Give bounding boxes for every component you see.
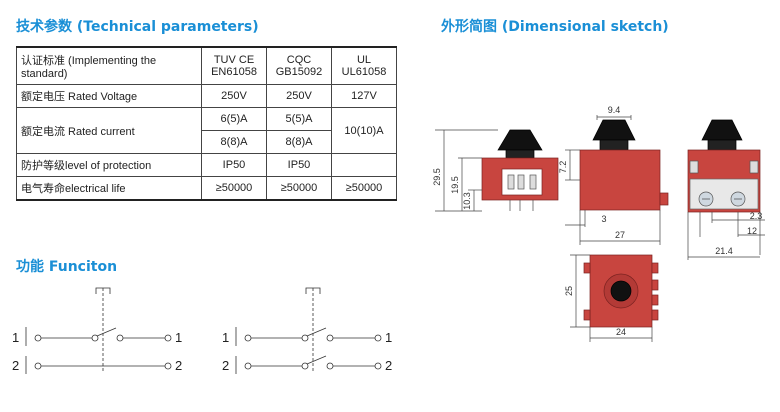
table-cell-current-cqc-2: 8(8)A [266,130,332,154]
left-pole2-label-right: 2 [175,358,182,373]
table-cell-voltage-ul: 127V [331,84,397,108]
table-cell-protection-tuv: IP50 [201,153,267,177]
dimensional-heading-text: 外形简图 (Dimensional sketch) [441,19,669,35]
dimensional-sketch-heading: 外形简图 (Dimensional sketch) [441,16,669,36]
dim-side-height-base: 10.3 [462,192,472,210]
table-row: 防护等级level of protection IP50 IP50 [16,153,397,177]
right-pole1-label-right: 1 [385,330,392,345]
rear-view [687,119,765,260]
ul-header-line-2: UL61058 [341,66,387,78]
table-cell-life-tuv: ≥50000 [201,176,267,201]
dim-side-height-body: 19.5 [450,176,460,194]
dim-front-offset: 7.2 [558,161,568,174]
right-pole1-label-left: 1 [222,330,229,345]
bottom-knob [610,280,632,302]
function-diagram-right: 1 1 2 2 [222,287,392,374]
dim-rear-width: 21.4 [715,246,733,256]
technical-heading-text: 技术参数 (Technical parameters) [16,19,259,35]
ul-header-line-1: UL [356,54,372,66]
table-cell-current-label: 额定电流 Rated current [16,107,202,154]
left-pole2-label-left: 2 [12,358,19,373]
table-row: 额定电流 Rated current 6(5)A 5(5)A 10(10)A [16,107,397,154]
table-cell-protection-cqc: IP50 [266,153,332,177]
function-diagram-left: 1 1 2 2 [12,287,182,374]
side-view [435,129,559,212]
front-knob [592,119,636,141]
dim-front-width: 27 [615,230,625,240]
table-cell-standard-label: 认证标准 (Implementing the standard) [16,46,202,85]
table-cell-voltage-tuv: 250V [201,84,267,108]
side-knob [497,129,543,151]
table-cell-protection-ul [331,153,397,177]
dim-rear-offset: 12 [747,226,757,236]
technical-parameters-heading: 技术参数 (Technical parameters) [16,16,259,36]
dim-front-bottom-offset: 3 [601,214,606,224]
right-pole2-label-right: 2 [385,358,392,373]
right-pole2-label-left: 2 [222,358,229,373]
function-heading-text: 功能 Funciton [16,259,118,275]
tuv-header-line-2: EN61058 [211,66,257,78]
function-diagrams: 1 1 2 2 1 1 2 [12,287,392,374]
table-row: 8(8)A 8(8)A [17,130,397,154]
bottom-view [570,254,659,342]
dim-side-height-total: 29.5 [432,168,442,186]
dim-bottom-height: 25 [564,286,574,296]
dim-rear-pin-spacing: 2.3 [750,211,763,221]
dim-front-top-width: 9.4 [608,105,621,115]
front-body [579,149,661,211]
table-cell-voltage-label: 额定电压 Rated Voltage [16,84,202,108]
table-row: 电气寿命electrical life ≥50000 ≥50000 ≥50000 [16,176,397,201]
table-cell-current-tuv-1: 6(5)A [201,107,267,131]
left-pole1-label-right: 1 [175,330,182,345]
table-cell-life-label: 电气寿命electrical life [16,176,202,201]
tuv-header-line-1: TUV CE [213,54,255,66]
table-cell-current-ul: 10(10)A [331,107,397,154]
cqc-header-line-1: CQC [286,54,312,66]
table-row: 额定电压 Rated Voltage 250V 250V 127V [16,84,397,108]
table-cell-life-ul: ≥50000 [331,176,397,201]
table-cell-voltage-cqc: 250V [266,84,332,108]
dim-bottom-width: 24 [616,327,626,337]
side-knob-base [505,149,535,159]
rear-knob [701,119,743,141]
table-cell-current-tuv-2: 8(8)A [201,130,267,154]
dimensional-sketch: 29.5 19.5 10.3 9.4 7.2 3 27 2.3 12 21.4 … [432,105,765,342]
function-heading: 功能 Funciton [16,256,117,276]
table-cell-current-cqc-1: 5(5)A [266,107,332,131]
cqc-header-line-2: GB15092 [275,66,323,78]
table-cell-protection-label: 防护等级level of protection [16,153,202,177]
left-pole1-label-left: 1 [12,330,19,345]
table-cell-life-cqc: ≥50000 [266,176,332,201]
front-view [565,115,669,245]
